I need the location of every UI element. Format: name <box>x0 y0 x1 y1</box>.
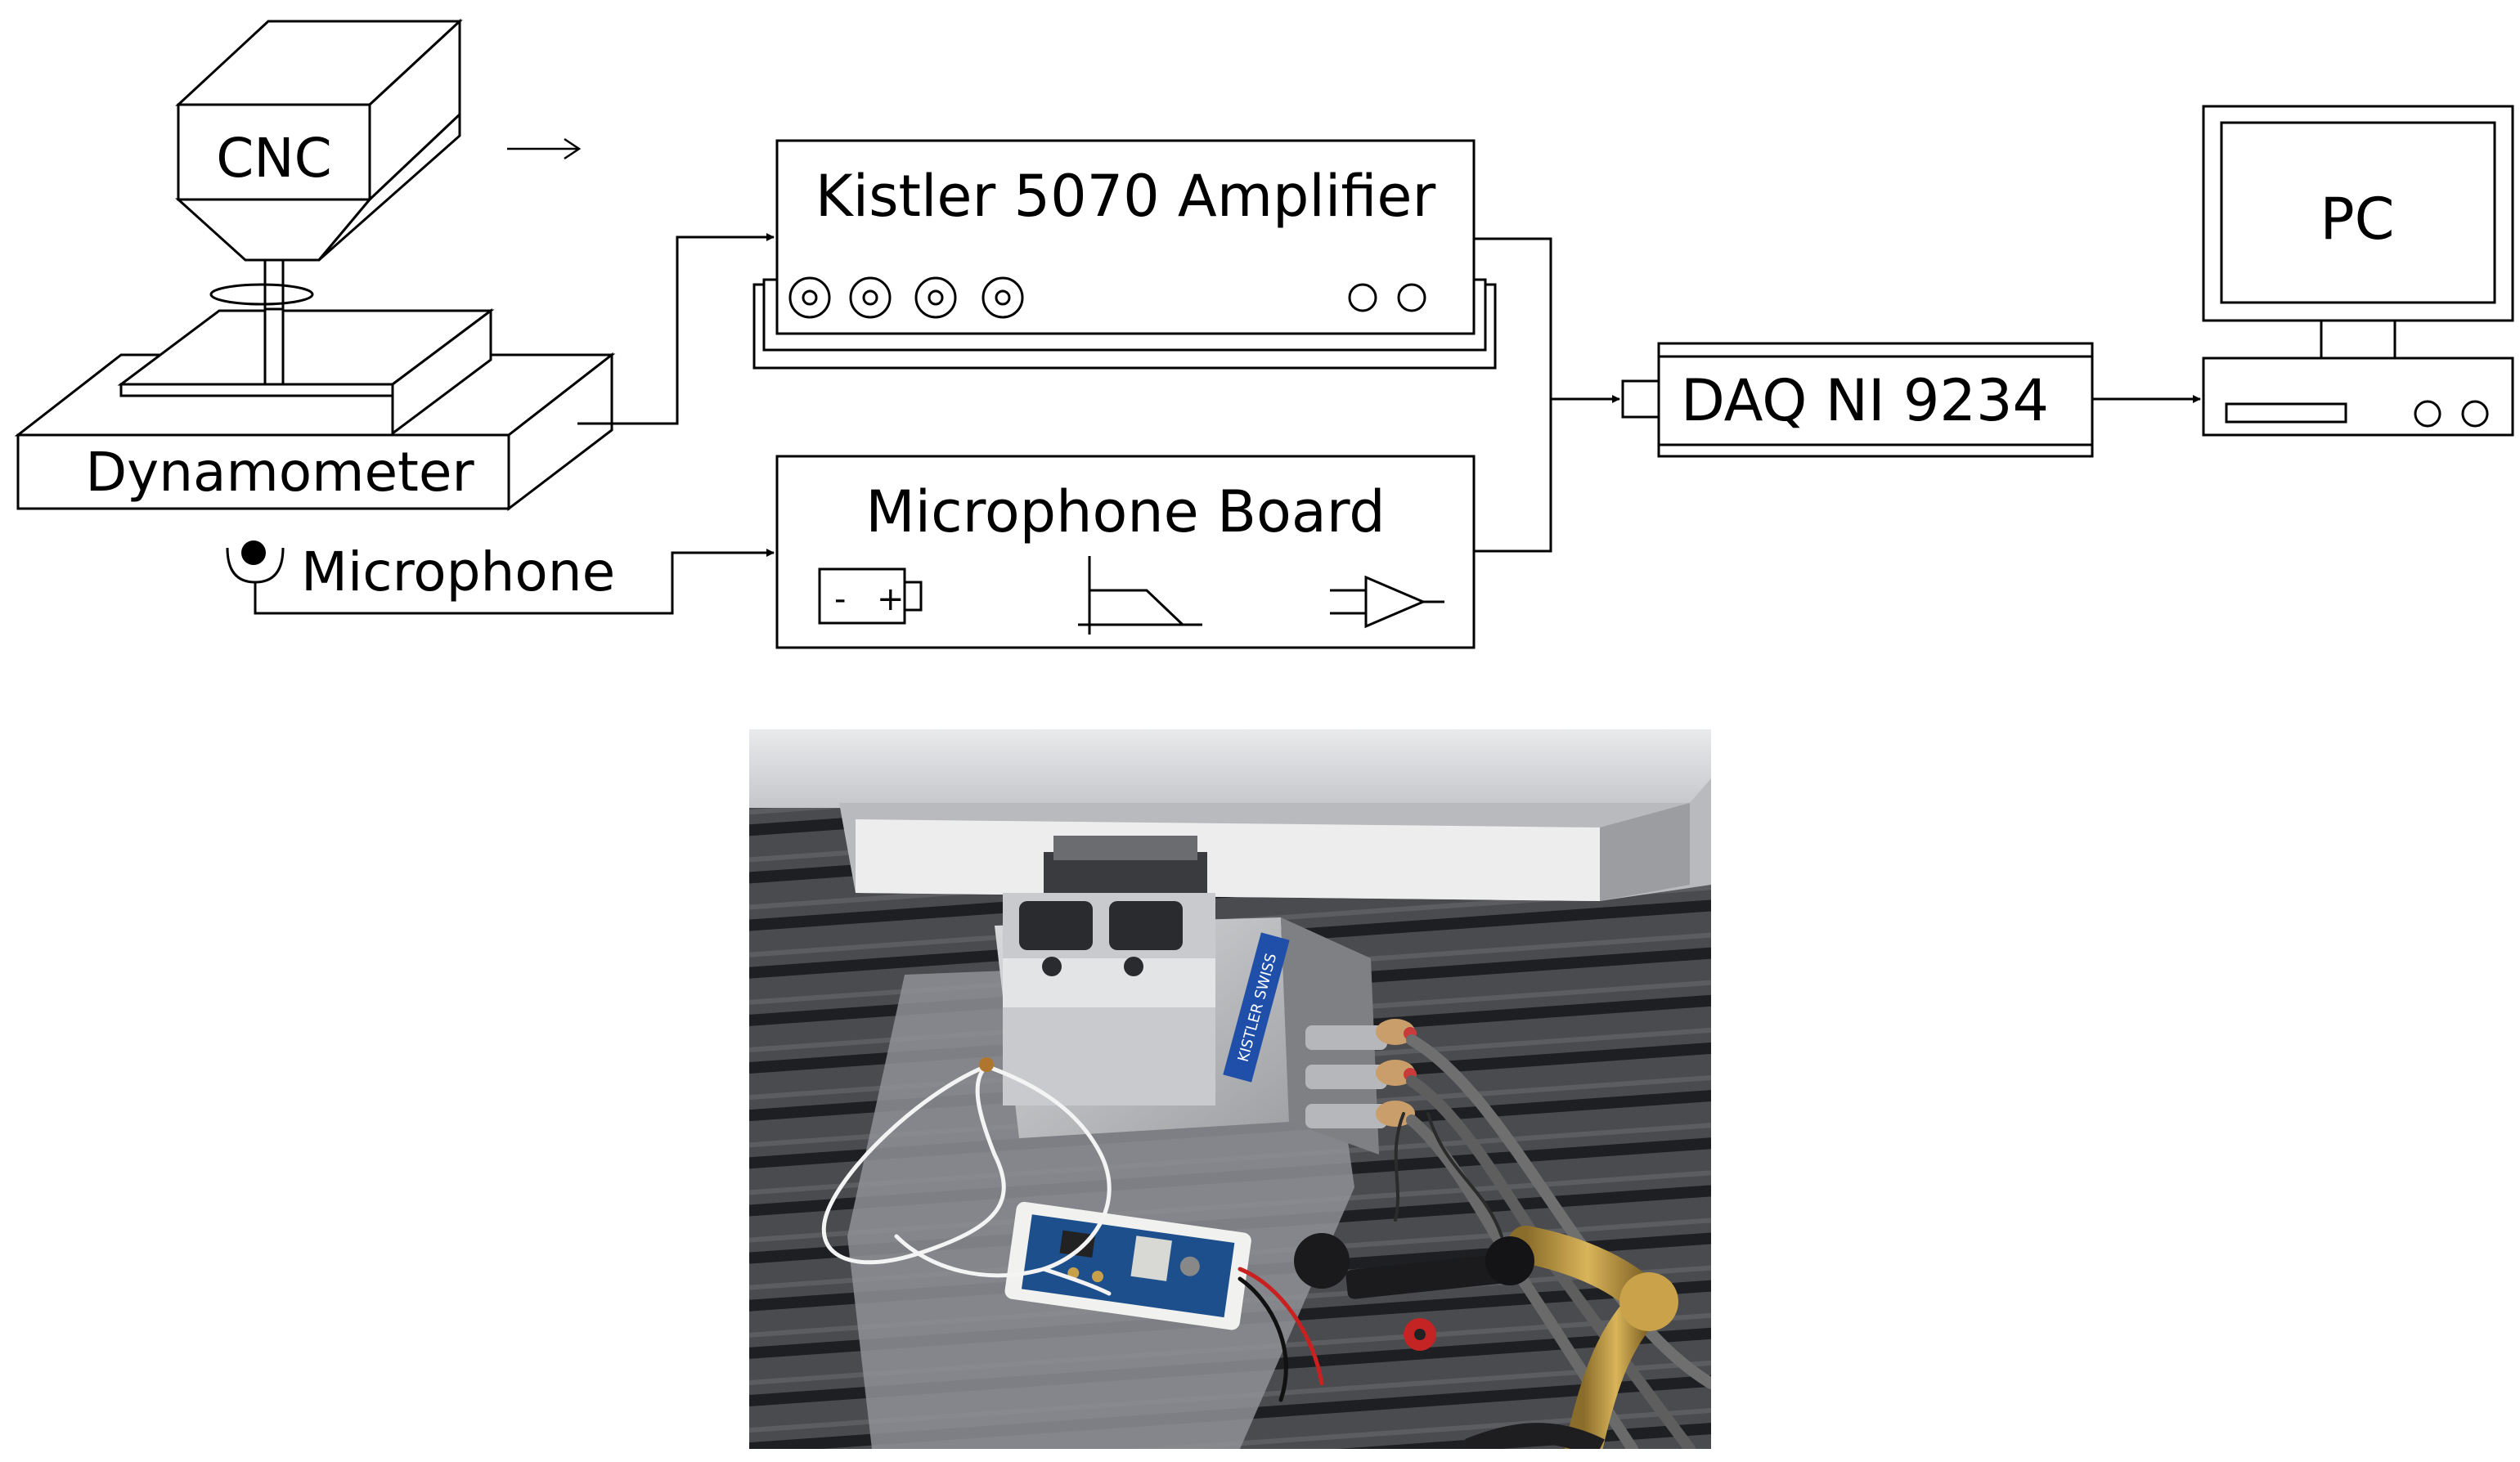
cnc-label: CNC <box>216 127 332 190</box>
photo-kistler-plate <box>1223 932 1290 1083</box>
battery-icon: - + <box>818 567 923 625</box>
battery-plus: + <box>877 581 905 618</box>
setup-diagram: CNC Dynamometer Microphone Kistler 5070 … <box>14 18 2514 649</box>
microphone-icon <box>241 540 266 565</box>
amplifier-symbol-icon <box>1330 575 1444 629</box>
microphone-label: Microphone <box>301 540 615 603</box>
battery-minus: - <box>834 581 846 618</box>
amplifier-label: Kistler 5070 Amplifier <box>815 163 1436 230</box>
setup-photo: KISTLER SWISS <box>749 729 1711 1449</box>
dynamometer: Dynamometer <box>14 307 616 512</box>
amplifier-output-connectors <box>1348 283 1426 312</box>
pc: PC <box>2202 105 2514 437</box>
feed-direction-arrow <box>507 137 582 160</box>
amplifier-box: Kistler 5070 Amplifier <box>752 139 1497 370</box>
microphone-board-label: Microphone Board <box>865 478 1385 545</box>
photo-microphone-wire <box>821 1064 1112 1296</box>
microphone: Microphone <box>226 540 615 610</box>
dynamometer-label: Dynamometer <box>85 441 474 504</box>
amplifier-input-connectors <box>788 276 1024 319</box>
microphone-board-box: Microphone Board - + <box>775 455 1476 649</box>
photo-microphone-arm <box>1294 1226 1678 1449</box>
photo-board-wires <box>1238 1267 1324 1402</box>
lowpass-filter-icon <box>1078 556 1202 635</box>
photo-bnc-connectors <box>1305 1019 1417 1128</box>
daq-box: DAQ NI 9234 <box>1621 342 2094 458</box>
signal-connections <box>254 233 2201 615</box>
pc-label: PC <box>2320 186 2394 253</box>
photo-microphone-board <box>1004 1201 1251 1330</box>
daq-label: DAQ NI 9234 <box>1681 367 2049 434</box>
setup-photo-illustration: KISTLER SWISS <box>749 729 1711 1449</box>
